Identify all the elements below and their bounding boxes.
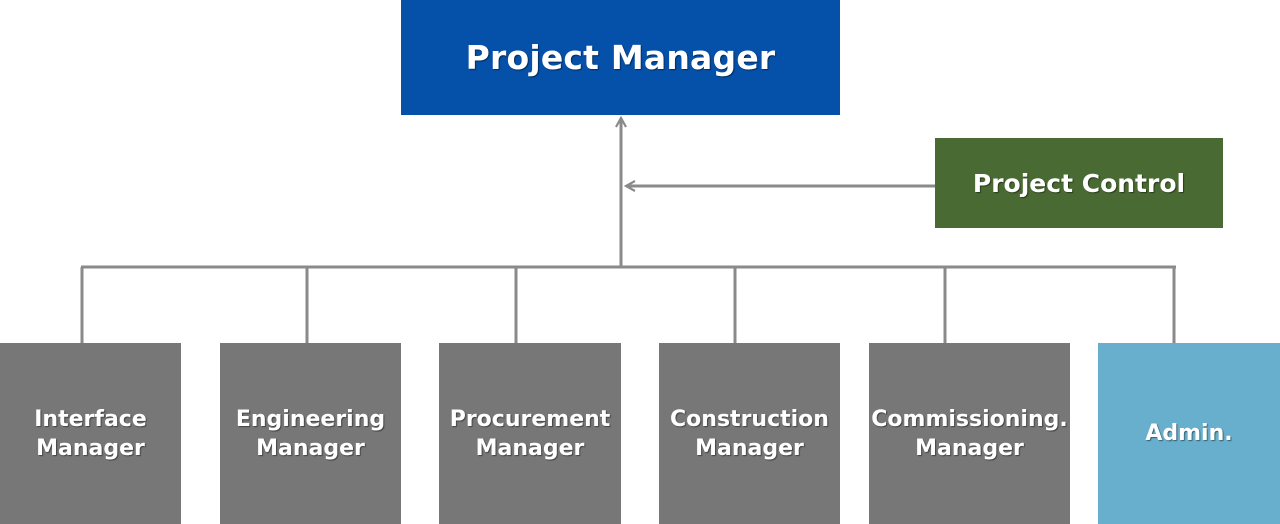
procurement-manager-box: Procurement Manager (439, 343, 621, 524)
construction-manager-box: Construction Manager (659, 343, 840, 524)
interface-manager-label: Interface Manager (34, 406, 147, 461)
admin-label: Admin. (1145, 421, 1233, 446)
project-control-label: Project Control (972, 168, 1186, 198)
admin-box: Admin. (1098, 343, 1280, 524)
project-control-box: Project Control (935, 138, 1223, 228)
interface-manager-box: Interface Manager (0, 343, 181, 524)
construction-manager-label: Construction Manager (670, 406, 829, 461)
commissioning-manager-box: Commissioning. Manager (869, 343, 1070, 524)
procurement-manager-label: Procurement Manager (449, 406, 611, 461)
commissioning-manager-label: Commissioning. Manager (871, 406, 1068, 461)
project-manager-box: Project Manager (401, 0, 840, 115)
engineering-manager-label: Engineering Manager (235, 406, 386, 461)
engineering-manager-box: Engineering Manager (220, 343, 401, 524)
project-manager-label: Project Manager (465, 38, 776, 77)
